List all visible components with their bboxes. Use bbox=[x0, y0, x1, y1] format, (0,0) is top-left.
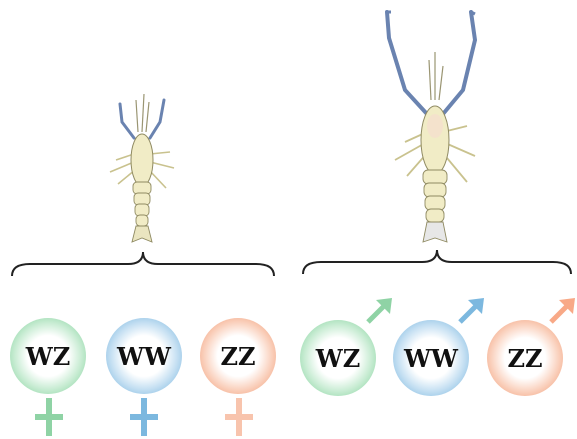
male-symbol-icon bbox=[364, 296, 394, 326]
female-symbol-icon bbox=[130, 398, 158, 436]
genotype-label: WW bbox=[117, 342, 171, 371]
female-symbol-icon bbox=[225, 398, 253, 436]
female-zz-circle: ZZ bbox=[200, 318, 276, 394]
genotype-label: ZZ bbox=[220, 342, 255, 371]
genotype-label: WW bbox=[404, 344, 458, 373]
male-group-brace bbox=[301, 248, 573, 278]
genotype-label: ZZ bbox=[507, 344, 542, 373]
male-ww-circle: WW bbox=[393, 320, 469, 396]
male-symbol-icon bbox=[456, 296, 486, 326]
male-wz-circle: WZ bbox=[300, 320, 376, 396]
female-group-brace bbox=[10, 250, 276, 280]
male-prawn-illustration bbox=[375, 10, 495, 246]
female-prawn-illustration bbox=[100, 92, 185, 247]
female-symbol-icon bbox=[35, 398, 63, 436]
genotype-label: WZ bbox=[26, 342, 70, 371]
female-ww-circle: WW bbox=[106, 318, 182, 394]
male-symbol-icon bbox=[547, 296, 577, 326]
female-wz-circle: WZ bbox=[10, 318, 86, 394]
male-zz-circle: ZZ bbox=[487, 320, 563, 396]
genotype-label: WZ bbox=[316, 344, 360, 373]
